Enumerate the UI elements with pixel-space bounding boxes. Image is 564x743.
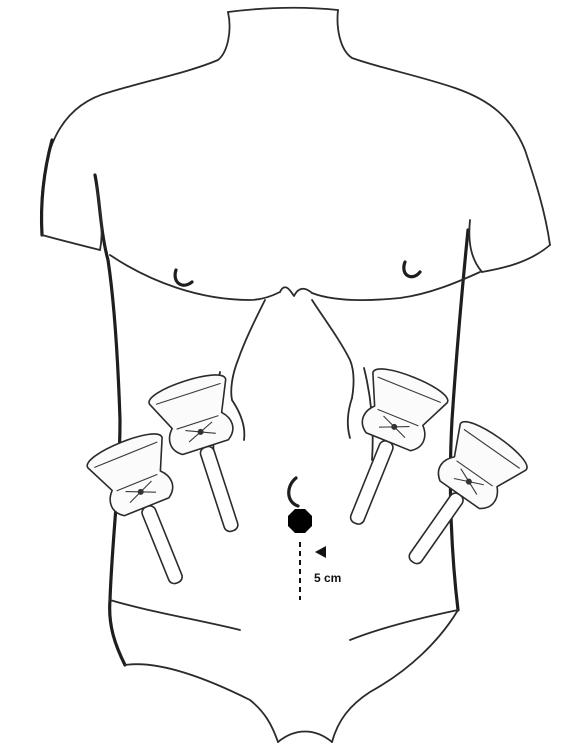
trocar-icon: [84, 427, 215, 597]
measurement-label: 5 cm: [314, 571, 341, 585]
arrowhead-icon: [315, 546, 326, 558]
octagon-marker: [288, 509, 312, 533]
torso-outline: [41, 8, 550, 742]
trocar-icon: [146, 369, 271, 543]
trocar-icon: [318, 362, 451, 538]
